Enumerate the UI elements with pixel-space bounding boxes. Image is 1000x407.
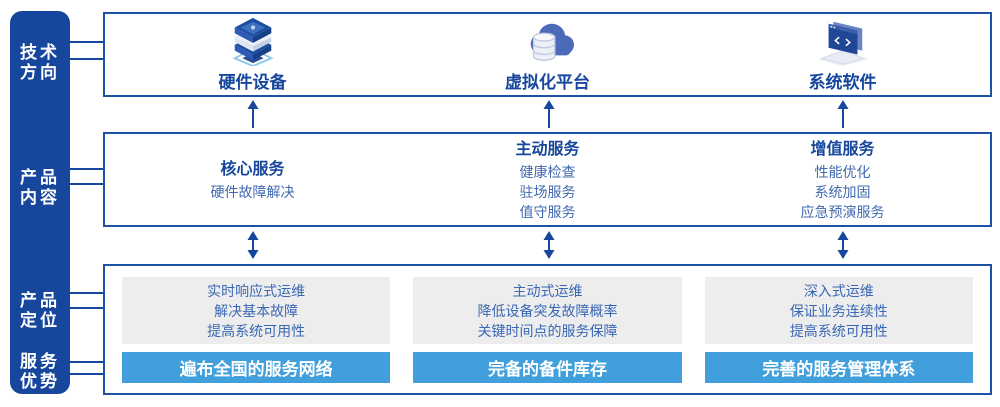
advantage-bar: 遍布全国的服务网络 xyxy=(122,352,391,383)
positioning-line: 保证业务连续性 xyxy=(789,302,888,319)
positioning-column-indepth: 深入式运维 保证业务连续性 提高系统可用性 完善的服务管理体系 xyxy=(704,277,973,383)
up-arrow xyxy=(837,100,849,128)
positioning-line: 提高系统可用性 xyxy=(207,322,306,339)
positioning-panel: 实时响应式运维 解决基本故障 提高系统可用性 xyxy=(122,277,391,345)
service-heading: 核心服务 xyxy=(220,160,285,178)
positioning-line: 降低设备突发故障概率 xyxy=(477,302,618,319)
tech-label: 虚拟化平台 xyxy=(505,73,590,92)
sidebar-label-tech-direction: 技术 方向 xyxy=(20,43,60,82)
positioning-line: 实时响应式运维 xyxy=(207,282,306,299)
service-heading: 增值服务 xyxy=(810,140,875,158)
connector-line xyxy=(70,41,103,43)
connector-line xyxy=(70,183,103,185)
service-item: 值守服务 xyxy=(519,203,576,220)
service-item: 系统加固 xyxy=(814,183,871,200)
up-arrow xyxy=(247,100,259,128)
connector-line xyxy=(70,361,103,363)
positioning-line: 深入式运维 xyxy=(803,282,874,299)
sidebar-label-product-content: 产品 内容 xyxy=(20,168,60,207)
service-heading: 主动服务 xyxy=(515,140,580,158)
connector-line xyxy=(70,373,103,375)
connector-line xyxy=(70,58,103,60)
service-item: 硬件故障解决 xyxy=(210,183,295,200)
positioning-panel: 深入式运维 保证业务连续性 提高系统可用性 xyxy=(704,277,973,345)
double-arrow xyxy=(247,231,259,259)
category-sidebar: 技术 方向 产品 内容 产品 定位 服务 优势 xyxy=(10,11,70,394)
connector-line xyxy=(70,292,103,294)
sidebar-label-service-advantage: 服务 优势 xyxy=(20,352,60,391)
service-item: 驻场服务 xyxy=(519,183,576,200)
double-arrow xyxy=(543,231,555,259)
tech-item-virtualization: 虚拟化平台 xyxy=(400,14,695,95)
positioning-column-proactive: 主动式运维 降低设备突发故障概率 关键时间点的服务保障 完备的备件库存 xyxy=(413,277,682,383)
tech-item-hardware: 硬件设备 xyxy=(105,14,400,95)
tech-label: 系统软件 xyxy=(808,73,877,92)
positioning-line: 主动式运维 xyxy=(512,282,583,299)
connector-line xyxy=(70,168,103,170)
tech-direction-box: 硬件设备 虚拟化平台 xyxy=(103,12,992,97)
positioning-panel: 主动式运维 降低设备突发故障概率 关键时间点的服务保障 xyxy=(413,277,682,345)
positioning-column-realtime: 实时响应式运维 解决基本故障 提高系统可用性 遍布全国的服务网络 xyxy=(122,277,391,383)
cloud-database-icon xyxy=(530,23,574,61)
product-positioning-box: 实时响应式运维 解决基本故障 提高系统可用性 遍布全国的服务网络 主动式运维 降… xyxy=(103,264,992,395)
positioning-line: 关键时间点的服务保障 xyxy=(477,322,618,339)
service-column-value-added: 增值服务 性能优化 系统加固 应急预演服务 xyxy=(695,134,990,225)
service-item: 应急预演服务 xyxy=(800,203,885,220)
positioning-line: 提高系统可用性 xyxy=(789,322,888,339)
tech-label: 硬件设备 xyxy=(218,73,287,92)
service-column-core: 核心服务 硬件故障解决 xyxy=(105,134,400,225)
code-window-icon xyxy=(817,21,868,66)
double-arrow xyxy=(837,231,849,259)
service-column-proactive: 主动服务 健康检查 驻场服务 值守服务 xyxy=(400,134,695,225)
tech-item-system-software: 系统软件 xyxy=(695,14,990,95)
sidebar-label-product-positioning: 产品 定位 xyxy=(20,291,60,330)
service-item: 性能优化 xyxy=(814,163,871,180)
product-content-box: 核心服务 硬件故障解决 主动服务 健康检查 驻场服务 值守服务 增值服务 性能优… xyxy=(103,132,992,227)
advantage-bar: 完善的服务管理体系 xyxy=(704,352,973,383)
positioning-line: 解决基本故障 xyxy=(214,302,299,319)
connector-line xyxy=(70,307,103,309)
advantage-bar: 完备的备件库存 xyxy=(413,352,682,383)
server-stack-icon xyxy=(231,17,274,66)
up-arrow xyxy=(543,100,555,128)
service-item: 健康检查 xyxy=(519,163,576,180)
